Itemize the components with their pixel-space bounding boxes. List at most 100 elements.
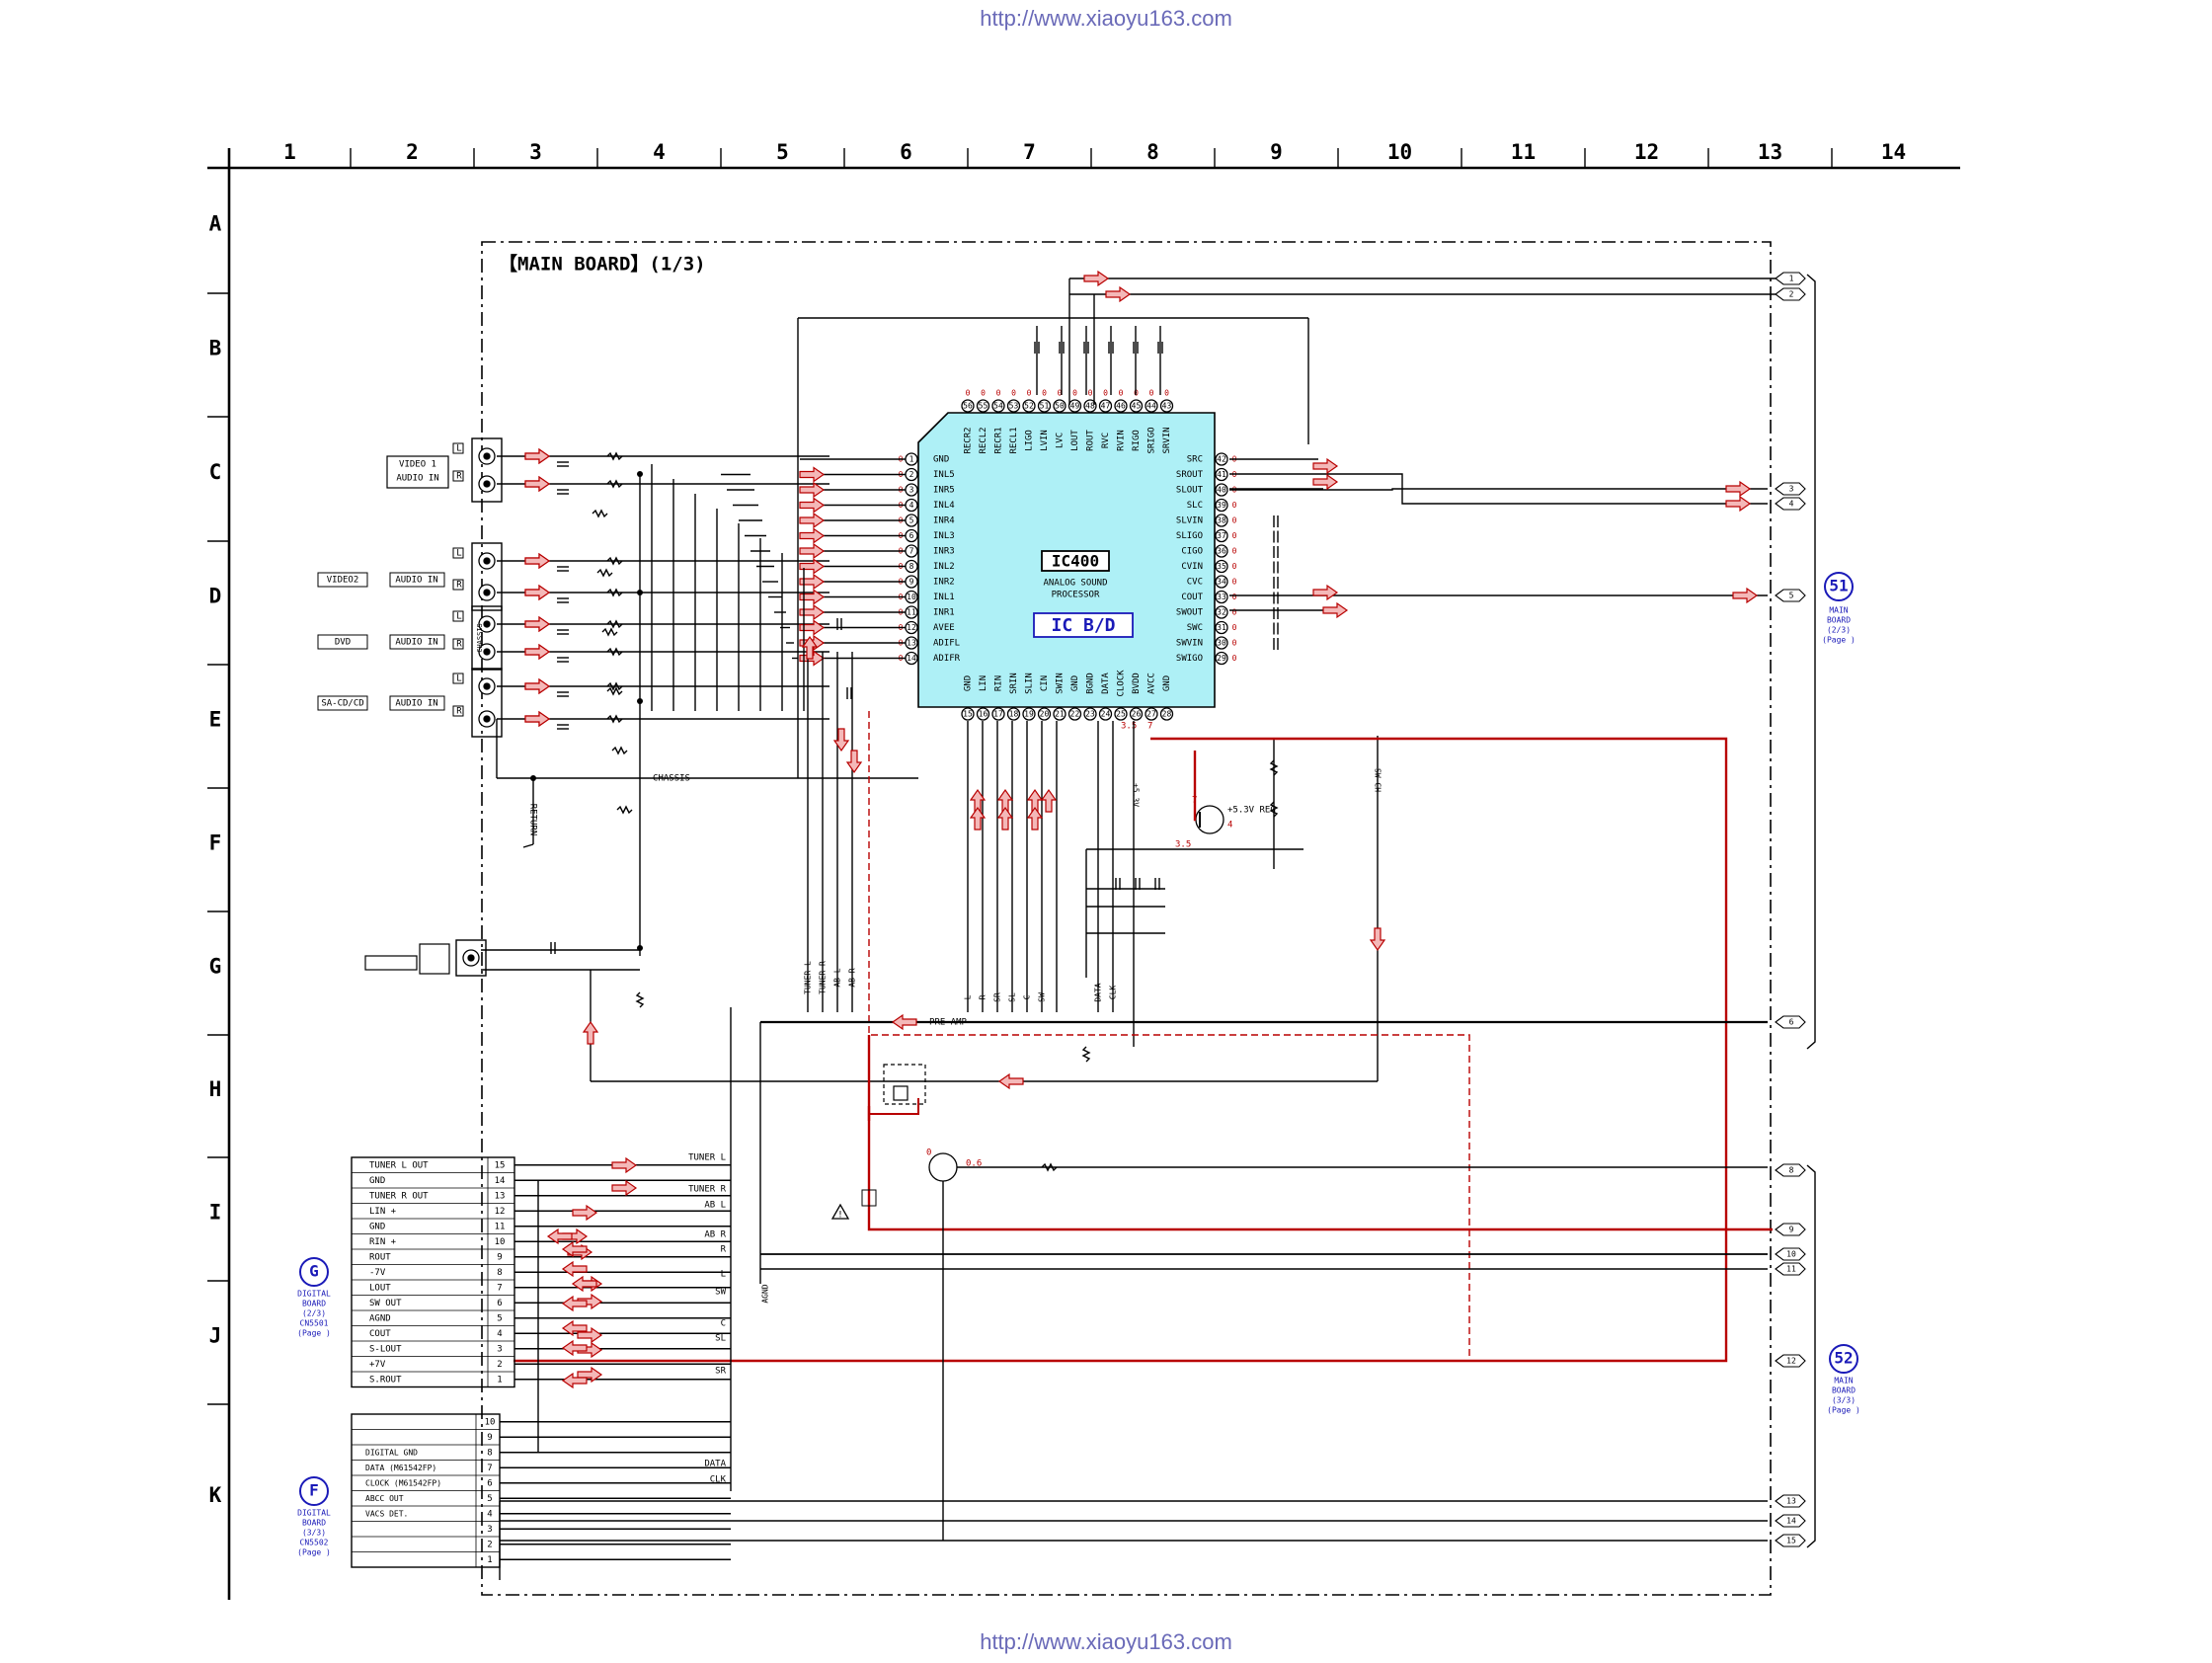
ic-pin-number: 31 xyxy=(1217,623,1226,632)
ic-pin-number: 51 xyxy=(1040,402,1050,411)
pre-amp-label: PRE AMP xyxy=(929,1018,968,1028)
grid-row-label: I xyxy=(209,1201,222,1225)
connector-pin-number: 6 xyxy=(487,1478,492,1488)
sw-ch-label: SW-CH xyxy=(1374,768,1382,792)
ic-pin-name: INL5 xyxy=(933,470,955,480)
connector-pin-number: 2 xyxy=(497,1360,502,1370)
connector-2 xyxy=(1775,287,1806,301)
ic-pin-name: CIGO xyxy=(1181,547,1203,557)
signal-arrow-shape xyxy=(1725,480,1752,498)
ic-pin-number: 44 xyxy=(1146,402,1156,411)
signal-arrow xyxy=(1312,457,1339,475)
signal-arrow-shape xyxy=(571,1275,597,1293)
source-url-top[interactable]: http://www.xiaoyu163.com xyxy=(980,6,1232,31)
main-board-51-caption: BOARD xyxy=(1827,616,1851,625)
connector-number: 4 xyxy=(1789,500,1794,509)
connector-pin-name: S-LOUT xyxy=(369,1344,402,1354)
ic-pin-number: 23 xyxy=(1085,710,1095,719)
grid-col-label: 12 xyxy=(1634,140,1659,164)
warning-triangle-icon xyxy=(830,1203,850,1220)
signal-arrow xyxy=(524,615,551,633)
ic-pin-number: 52 xyxy=(1024,402,1034,411)
signal-arrow-shape xyxy=(799,481,826,499)
connector-pin-name: S.ROUT xyxy=(369,1375,402,1385)
rca-jack-pin xyxy=(483,480,491,488)
ic-pin-name: LVC xyxy=(1056,433,1066,448)
wire-label: SR xyxy=(715,1367,726,1377)
ic-pin-24 xyxy=(1098,707,1113,721)
grid-row-label: F xyxy=(209,832,222,855)
resistor xyxy=(606,451,623,461)
ic-pin-name: SWOUT xyxy=(1176,608,1204,618)
connector-pin-name: RIN + xyxy=(369,1237,397,1247)
connector-5 xyxy=(1775,589,1806,602)
ic-pin-name: DATA xyxy=(1101,673,1111,694)
signal-arrow xyxy=(997,1072,1024,1090)
connector-6 xyxy=(1775,1015,1806,1029)
plus7v-rail xyxy=(514,737,1728,1363)
connector-4 xyxy=(1775,497,1806,511)
ic-pin-name: GND xyxy=(1070,675,1080,691)
connector-number: 2 xyxy=(1789,290,1794,299)
pin-voltage: 0 xyxy=(1058,389,1063,398)
connector-number: 14 xyxy=(1786,1517,1796,1526)
connector-pin-number: 1 xyxy=(487,1555,492,1565)
ic-pin-44 xyxy=(1145,399,1158,413)
ic-pin-55 xyxy=(976,399,990,413)
relay-wire xyxy=(868,1098,919,1115)
signal-arrow xyxy=(572,1204,598,1222)
ic-pin-number: 43 xyxy=(1162,402,1172,411)
resistor xyxy=(606,681,623,691)
ic-pin-number: 28 xyxy=(1162,710,1172,719)
ic-pin-20 xyxy=(1037,707,1052,721)
digital-board-f-letter: F xyxy=(309,1481,319,1500)
wire-label: CLK xyxy=(710,1475,727,1485)
ic-pin-40 xyxy=(1215,483,1228,497)
signal-arrow-shape xyxy=(1083,270,1110,287)
connector-10 xyxy=(1775,1247,1806,1261)
ic-pin-22 xyxy=(1067,707,1082,721)
ic-pin-number: 14 xyxy=(907,654,916,663)
connector-pin-number: 1 xyxy=(497,1375,502,1385)
rca-jack-pin xyxy=(483,452,491,460)
ic-pin-name: BVDD xyxy=(1132,673,1142,694)
ic-pin-27 xyxy=(1145,707,1158,721)
ic-pin-name: SLIGO xyxy=(1176,531,1203,541)
signal-arrow-shape xyxy=(524,552,551,570)
wire-label: SL xyxy=(715,1334,726,1344)
grid-col-label: 1 xyxy=(283,140,296,164)
connector-number: 5 xyxy=(1789,592,1794,600)
ic-pin-54 xyxy=(991,399,1005,413)
connector-pin-name: TUNER R OUT xyxy=(369,1191,429,1201)
grid-col-label: 7 xyxy=(1023,140,1036,164)
ic-bd-label: IC B/D xyxy=(1051,615,1115,636)
signal-arrow-shape xyxy=(561,1295,588,1312)
resistor xyxy=(1269,801,1279,818)
connector-pin-number: 2 xyxy=(487,1540,492,1549)
wire-label: AB L xyxy=(704,1201,726,1211)
connector-pin-number: 7 xyxy=(487,1464,492,1473)
grid-col-label: 6 xyxy=(900,140,912,164)
signal-arrow-shape xyxy=(524,447,551,465)
ic-pin-name: SWIGO xyxy=(1176,654,1203,664)
main-board-title: 【MAIN BOARD】(1/3) xyxy=(499,253,706,276)
signal-arrow xyxy=(799,542,826,560)
resistor xyxy=(606,647,623,657)
signal-arrow-shape xyxy=(611,1156,638,1174)
grid-col-label: 4 xyxy=(653,140,666,164)
ic-pin-number: 45 xyxy=(1132,402,1142,411)
rca-jack-pin xyxy=(483,620,491,628)
ic-pin-name: INL2 xyxy=(933,562,955,572)
pin-voltage: 0 xyxy=(1072,389,1077,398)
jack-sub: AUDIO IN xyxy=(395,638,437,648)
grid-row-label: K xyxy=(209,1483,222,1507)
connector-pin-name: GND xyxy=(369,1222,385,1231)
bracket-52 xyxy=(1806,1164,1816,1548)
source-url-bottom[interactable]: http://www.xiaoyu163.com xyxy=(980,1629,1232,1654)
ic-pin-19 xyxy=(1022,707,1036,721)
ic-pin-name: INR1 xyxy=(933,608,955,618)
ic-pin-16 xyxy=(976,707,990,721)
ic-pin-56 xyxy=(961,399,975,413)
ic-pin-name: CVC xyxy=(1187,578,1203,588)
ic-pin-number: 12 xyxy=(907,623,916,632)
